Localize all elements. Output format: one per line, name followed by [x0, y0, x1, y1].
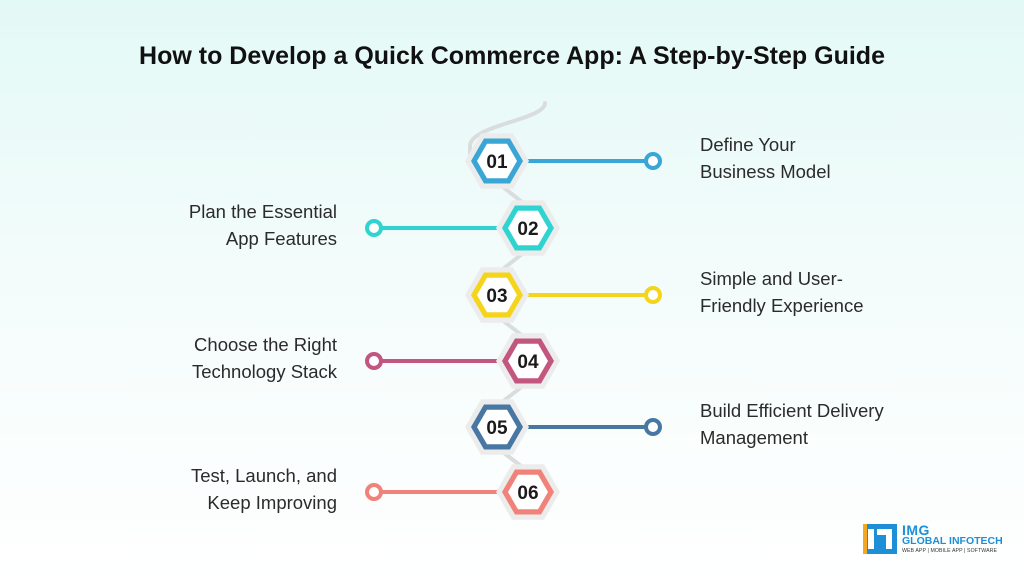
step-hex-inner [477, 143, 517, 179]
step-endpoint-icon [365, 219, 383, 237]
step-05: 05 [465, 399, 662, 455]
step-01: 01 [465, 133, 662, 189]
step-02-label: Plan the Essential App Features [188, 201, 337, 249]
logo-tagline: WEB APP | MOBILE APP | SOFTWARE [902, 548, 998, 554]
step-03-label: Simple and User- Friendly Experience [700, 268, 864, 316]
step-01-label: Define Your Business Model [700, 134, 831, 182]
step-03: 03 [465, 267, 662, 323]
step-number: 01 [486, 152, 508, 173]
logo-primary-text: IMG [902, 522, 930, 538]
step-number: 05 [486, 418, 508, 439]
logo-mark-icon [863, 524, 897, 554]
step-endpoint-icon [644, 152, 662, 170]
step-endpoint-icon [644, 286, 662, 304]
step-number: 06 [517, 483, 538, 504]
step-06-label: Test, Launch, and Keep Improving [190, 465, 337, 513]
step-hex-inner [508, 343, 548, 379]
logo-name-text: GLOBAL INFOTECH [902, 535, 1003, 547]
step-05-label: Build Efficient Delivery Management [700, 400, 884, 448]
step-06: 06 [365, 464, 560, 520]
step-hex-inner [477, 277, 517, 313]
step-endpoint-icon [365, 483, 383, 501]
company-logo: IMG GLOBAL INFOTECH WEB APP | MOBILE APP… [862, 521, 1003, 561]
page-title: How to Develop a Quick Commerce App: A S… [139, 42, 885, 70]
step-02: 02 [365, 200, 560, 256]
step-number: 02 [517, 219, 538, 240]
step-hex-inner [508, 474, 548, 510]
step-number: 04 [517, 352, 539, 373]
step-hex-inner [508, 210, 548, 246]
step-endpoint-icon [644, 418, 662, 436]
step-04: 04 [365, 333, 560, 389]
step-04-label: Choose the Right Technology Stack [191, 334, 337, 382]
step-hex-inner [477, 409, 517, 445]
step-endpoint-icon [365, 352, 383, 370]
step-number: 03 [486, 286, 507, 307]
